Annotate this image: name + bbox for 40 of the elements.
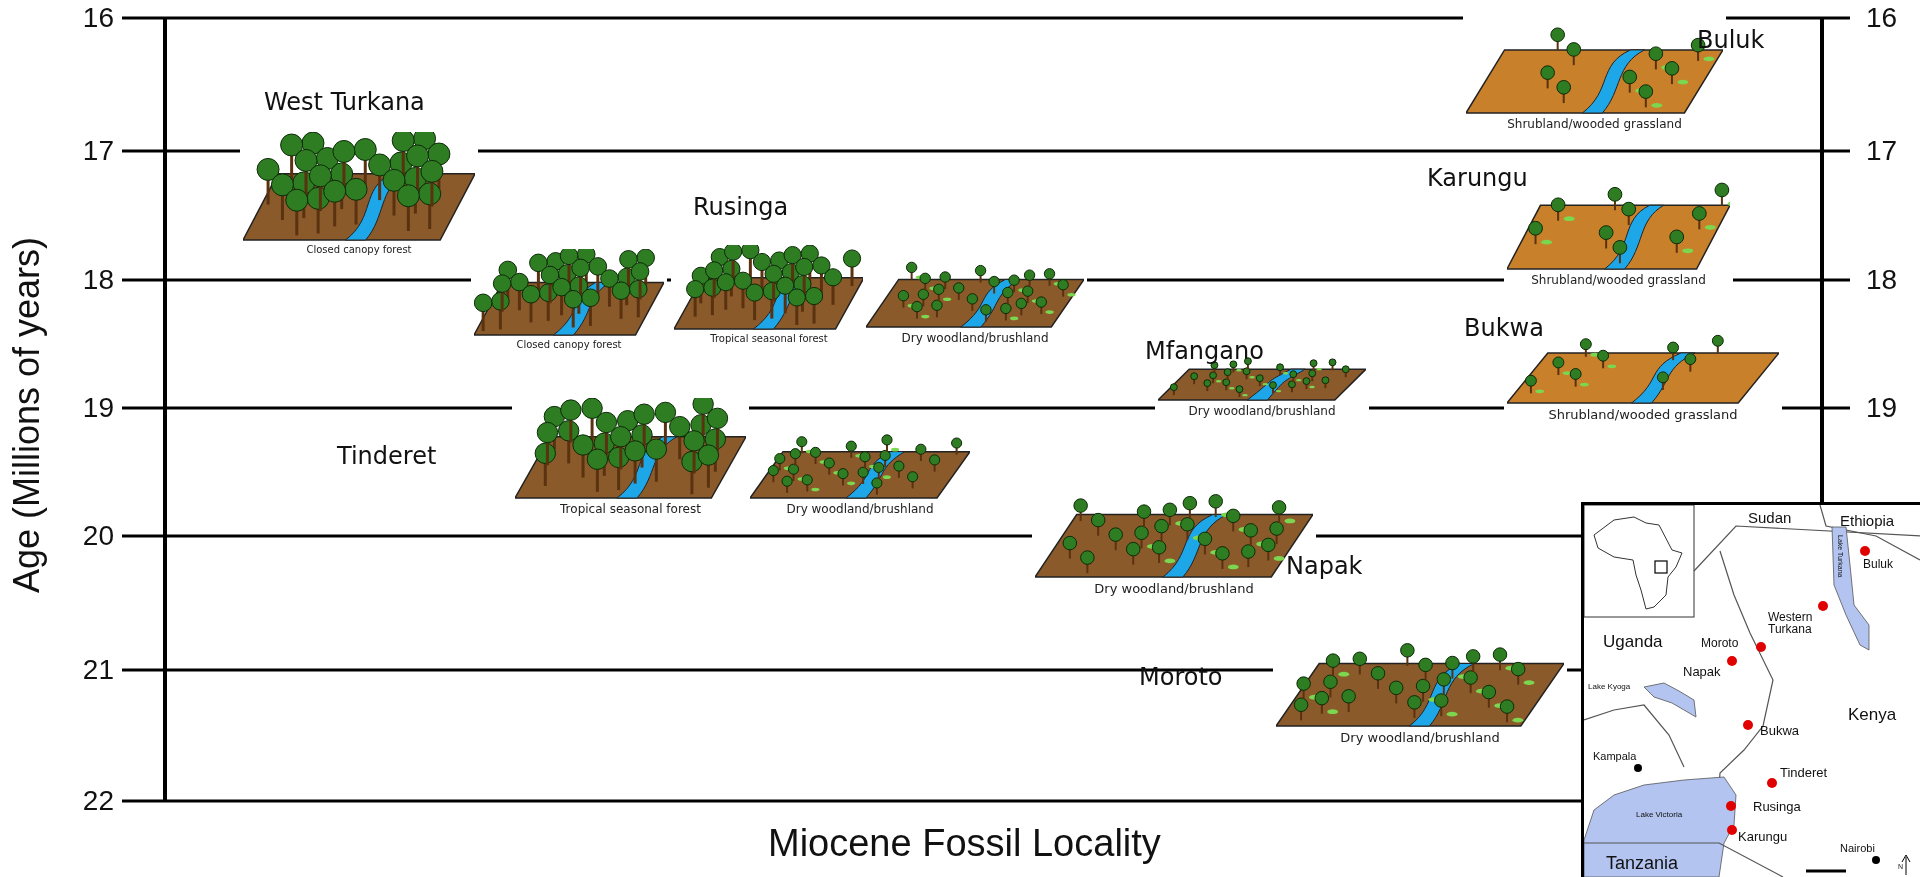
map-label: Karungu	[1738, 830, 1788, 843]
habitat-caption: Closed canopy forest	[516, 339, 622, 350]
map-label: Bukwa	[1760, 724, 1800, 737]
map-label: Uganda	[1603, 633, 1663, 650]
habitat-caption: Closed canopy forest	[306, 244, 412, 255]
map-label: Napak	[1683, 665, 1721, 678]
axis-title: Age (Millions of years)	[9, 236, 45, 594]
habitat-caption: Tropical seasonal forest	[710, 333, 828, 344]
habitat-caption: Dry woodland/brushland	[1094, 581, 1254, 596]
map-label: Kenya	[1848, 706, 1897, 723]
map-label: Kampala	[1593, 751, 1637, 762]
map-label: Nairobi	[1840, 843, 1875, 854]
site-name: West Turkana	[264, 90, 425, 114]
map-label: Ethiopia	[1840, 513, 1895, 528]
map-label: Tanzania	[1606, 854, 1679, 872]
site-name: Bukwa	[1464, 316, 1544, 340]
map-label: Moroto	[1701, 637, 1739, 649]
habitat-caption: Dry woodland/brushland	[786, 502, 934, 516]
map-label: Lake Victoria	[1636, 811, 1683, 819]
axis-title: Miocene Fossil Locality	[768, 824, 1161, 862]
habitat-caption: Shrubland/wooded grassland	[1548, 407, 1738, 422]
map-label: Sudan	[1748, 510, 1792, 525]
habitat-caption: Shrubland/wooded grassland	[1507, 117, 1682, 131]
site-name: Moroto	[1139, 665, 1223, 689]
habitat-caption: Shrubland/wooded grassland	[1531, 273, 1706, 287]
site-name: Tinderet	[337, 444, 437, 468]
map-label: Western Turkana	[1768, 611, 1814, 635]
map-label: Rusinga	[1753, 800, 1801, 813]
habitat-caption: Dry woodland/brushland	[1340, 730, 1500, 745]
site-name: Napak	[1286, 554, 1363, 578]
site-name: Buluk	[1697, 28, 1765, 52]
map-label: Buluk	[1863, 558, 1894, 570]
habitat-caption: Tropical seasonal forest	[560, 502, 701, 516]
site-name: Mfangano	[1145, 339, 1264, 363]
map-label: Tinderet	[1780, 766, 1828, 779]
habitat-caption: Dry woodland/brushland	[901, 331, 1049, 345]
site-name: Rusinga	[693, 195, 789, 219]
map-label: Lake Kyoga	[1588, 683, 1631, 691]
site-name: Karungu	[1427, 166, 1528, 190]
habitat-caption: Dry woodland/brushland	[1188, 404, 1336, 418]
